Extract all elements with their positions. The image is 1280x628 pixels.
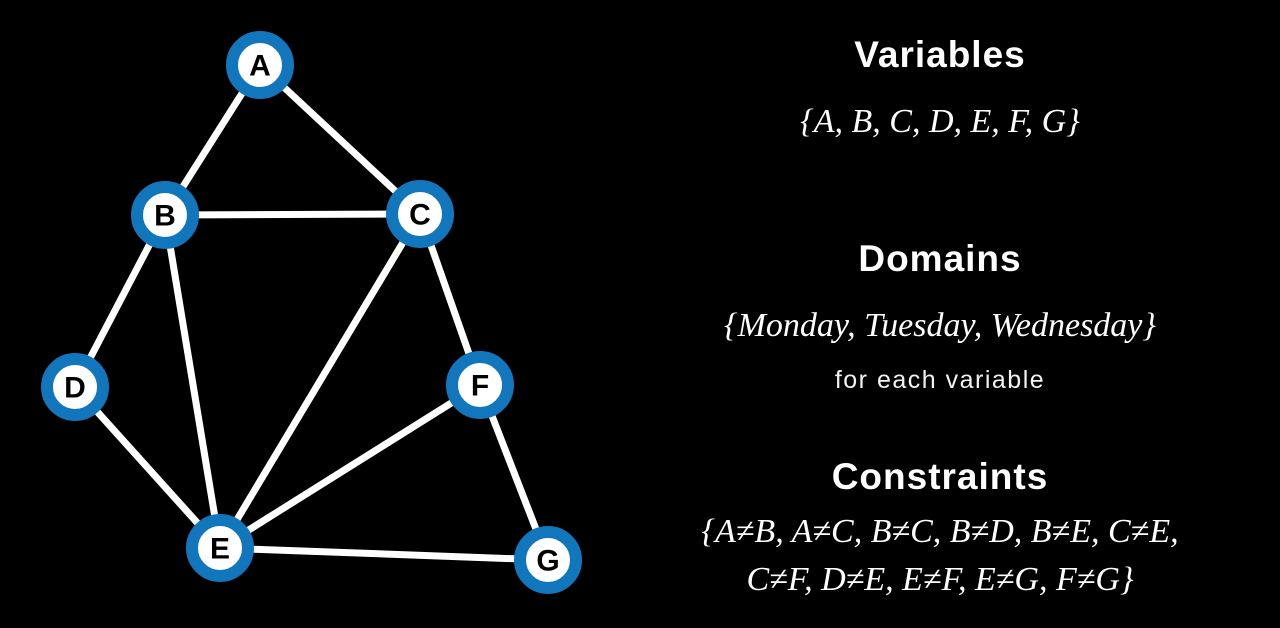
variables-section: Variables {A, B, C, D, E, F, G} — [620, 34, 1260, 146]
node-F: F — [446, 351, 514, 419]
node-label-E: E — [210, 533, 230, 566]
domains-set: {Monday, Tuesday, Wednesday} — [723, 307, 1156, 344]
node-circle-G — [514, 526, 582, 594]
domains-section: Domains {Monday, Tuesday, Wednesday} for… — [620, 238, 1260, 395]
edge-B-C — [161, 210, 424, 219]
variables-set: {A, B, C, D, E, F, G} — [800, 103, 1080, 140]
node-circle-A — [226, 31, 294, 99]
variables-title: Variables — [854, 34, 1026, 75]
node-G: G — [514, 526, 582, 594]
node-A: A — [226, 31, 294, 99]
edge-E-G — [216, 544, 552, 564]
node-circle-D — [41, 353, 109, 421]
constraints-set: {A≠B, A≠C, B≠C, B≠D, B≠E, C≠E, C≠F, D≠E,… — [620, 508, 1260, 603]
node-circle-C — [386, 180, 454, 248]
node-label-G: G — [536, 545, 559, 578]
node-circle-E — [186, 514, 254, 582]
info-panel: Variables {A, B, C, D, E, F, G} Domains … — [620, 0, 1260, 628]
edge-B-E — [161, 211, 224, 552]
node-B: B — [131, 181, 199, 249]
edge-A-C — [256, 61, 424, 218]
node-D: D — [41, 353, 109, 421]
node-label-D: D — [64, 372, 86, 405]
node-layer: A B C D E F G — [41, 31, 582, 594]
edge-layer — [71, 61, 552, 564]
node-label-C: C — [409, 199, 431, 232]
node-circle-B — [131, 181, 199, 249]
edge-E-F — [216, 381, 484, 552]
constraints-title: Constraints — [831, 456, 1049, 497]
node-label-B: B — [154, 200, 176, 233]
edge-D-E — [71, 383, 224, 552]
constraints-line-2: C≠F, D≠E, E≠F, E≠G, F≠G} — [746, 560, 1134, 598]
domains-title: Domains — [858, 238, 1022, 279]
node-label-F: F — [471, 370, 489, 403]
node-E: E — [186, 514, 254, 582]
edge-C-E — [216, 210, 424, 552]
domains-note: for each variable — [834, 365, 1046, 394]
node-C: C — [386, 180, 454, 248]
node-label-A: A — [249, 50, 271, 83]
constraints-line-1: {A≠B, A≠C, B≠C, B≠D, B≠E, C≠E, — [701, 513, 1179, 550]
constraint-graph-panel: A B C D E F G — [41, 31, 582, 594]
constraint-graph: A B C D E F G — [41, 31, 582, 594]
node-circle-F — [446, 351, 514, 419]
constraints-section: Constraints {A≠B, A≠C, B≠C, B≠D, B≠E, C≠… — [620, 456, 1260, 603]
